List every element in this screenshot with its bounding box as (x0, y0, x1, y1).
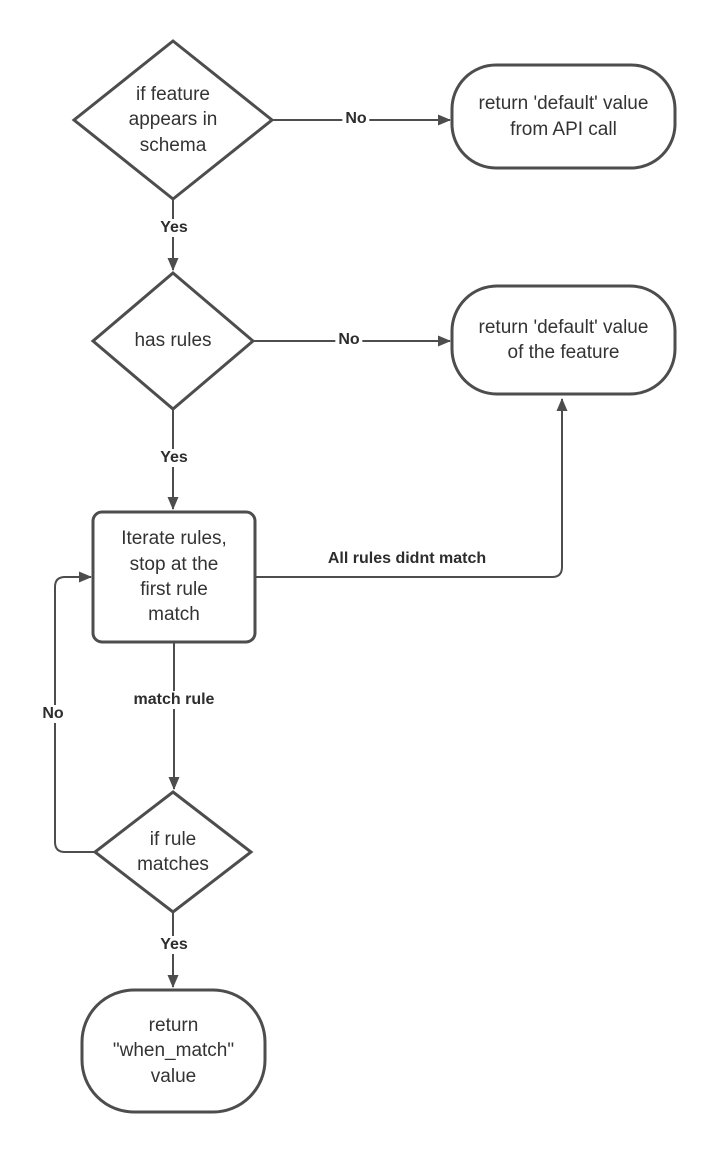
terminator-return-when-match-shape (80, 988, 267, 1114)
edge-label-feature-no: No (342, 110, 370, 128)
decision-if-rule-matches-label: if rule matches (137, 828, 209, 875)
terminator-return-default-api-label: return 'default' value from API call (478, 93, 649, 140)
edge-label-all-rules-didnt-match: All rules didnt match (324, 550, 490, 568)
terminator-return-default-feature-label: return 'default' value of the feature (478, 316, 649, 363)
process-iterate-rules-label: Iterate rules, stop at the first rule ma… (121, 528, 227, 626)
terminator-return-when-match-label: return "when_match" value (112, 1015, 235, 1087)
edge-label-rule-no: No (39, 705, 67, 723)
decision-feature-in-schema-label: if feature appears in schema (128, 84, 218, 156)
edge-all-rules-didnt-match (255, 398, 568, 578)
edge-label-match-rule: match rule (130, 691, 218, 709)
terminator-return-default-api-shape (450, 63, 677, 170)
edge-label-rules-yes: Yes (157, 449, 191, 467)
edge-label-rule-yes: Yes (157, 936, 191, 954)
decision-has-rules-label: has rules (134, 330, 212, 352)
edge-label-rules-no: No (335, 331, 363, 349)
terminator-return-default-feature-shape (450, 284, 677, 396)
edge-label-feature-yes: Yes (157, 219, 191, 237)
